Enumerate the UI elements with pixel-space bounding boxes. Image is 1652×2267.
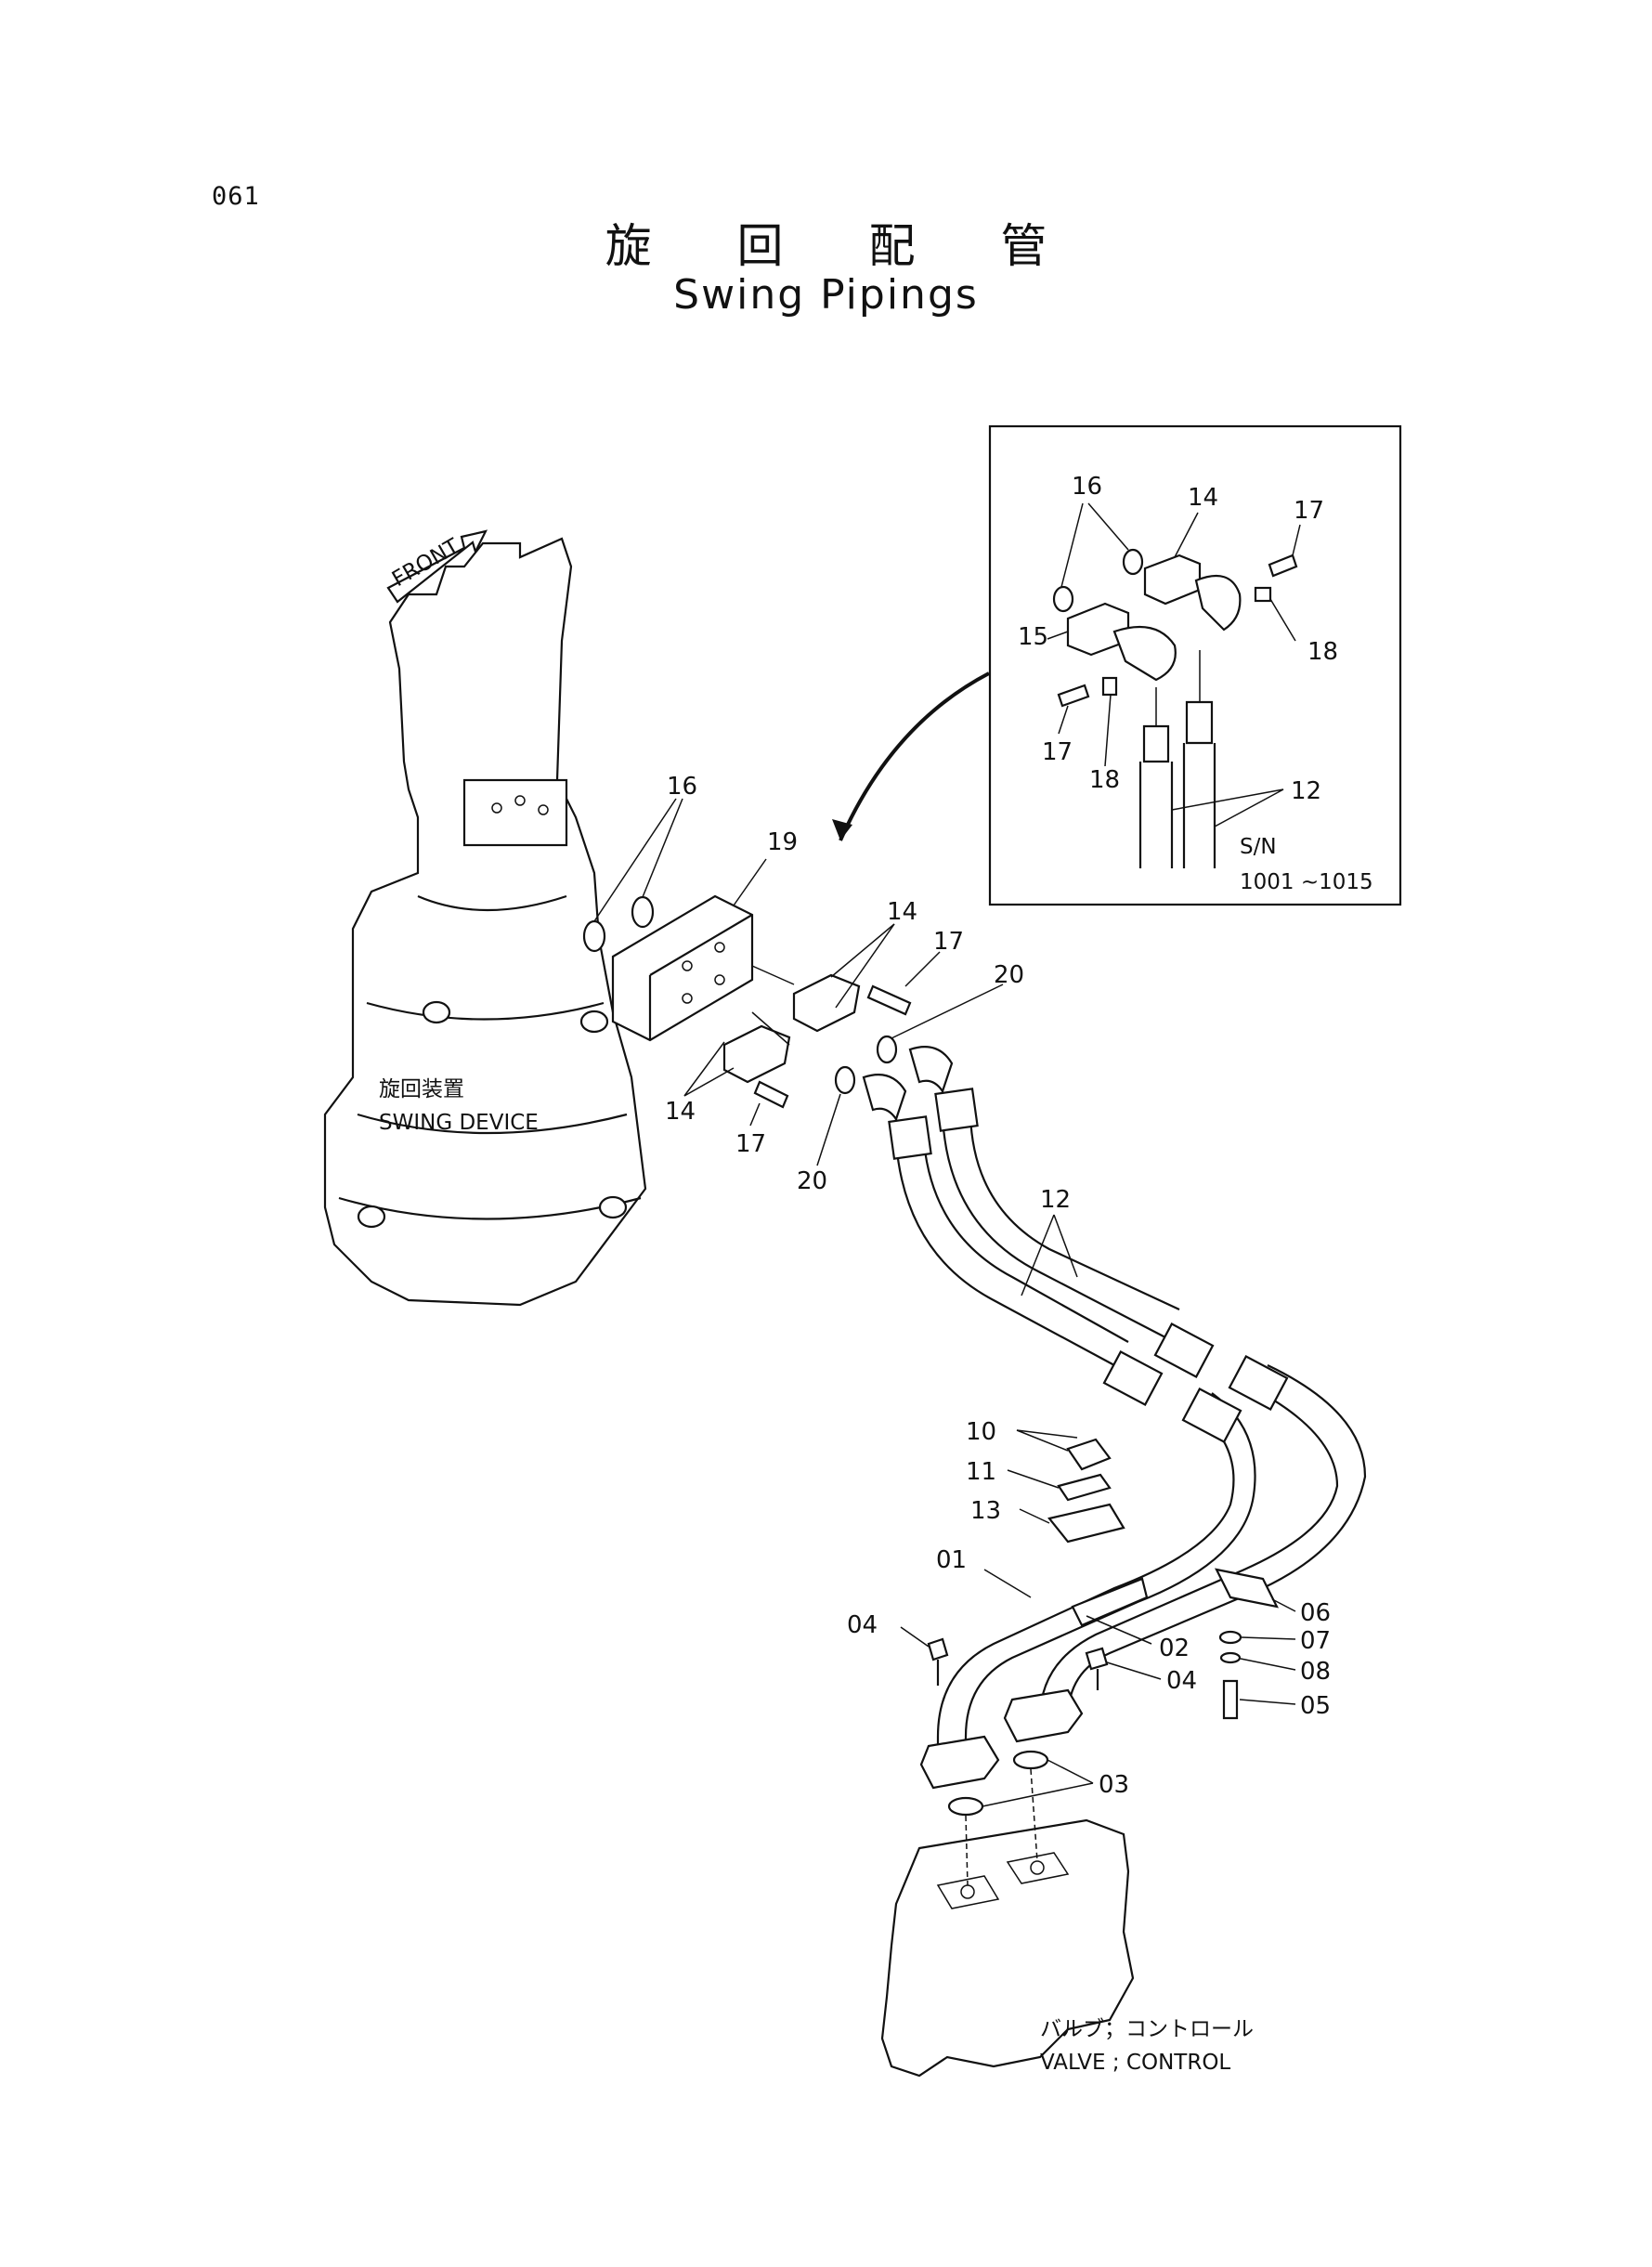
callout-04a: 04 [847, 1611, 878, 1639]
bolt-04a [927, 1637, 949, 1661]
swing-device-housing [323, 537, 647, 1307]
inset-callout-14: 14 [1188, 484, 1218, 512]
callout-14a: 14 [887, 898, 917, 926]
part-13 [1047, 1503, 1125, 1544]
bolt-04b [1085, 1647, 1109, 1671]
page-title-english: Swing Pipings [673, 271, 979, 319]
pipes-01-02: 10 11 13 01 02 04 [847, 1354, 1367, 1817]
callout-13: 13 [970, 1497, 1001, 1525]
oring-03b [1012, 1750, 1049, 1770]
inset-elbow-b [1194, 574, 1242, 632]
callout-20b: 20 [797, 1167, 827, 1195]
swing-device-port-block [462, 778, 568, 847]
callout-17b: 17 [735, 1130, 766, 1158]
callout-01: 01 [936, 1546, 967, 1574]
sn-range: 1001 ~1015 [1240, 870, 1373, 894]
clamp-bracket [1071, 1577, 1149, 1627]
inset-callout-18b: 18 [1089, 766, 1120, 794]
swing-device-drawing: 旋回装置 SWING DEVICE [323, 537, 647, 1307]
inset-callout-17b: 17 [1042, 738, 1073, 766]
valve-label-ja: バルブ；コントロール [1040, 2017, 1254, 2041]
inset-fitting-a [1142, 724, 1170, 763]
oring-20b [834, 1065, 856, 1095]
pipe-01-flange [919, 1735, 1000, 1790]
pipe-02-flange [1003, 1688, 1084, 1743]
inset-frame [988, 424, 1402, 906]
callout-02: 02 [1159, 1635, 1190, 1662]
bolt-17b [753, 1080, 789, 1109]
manifold-assembly: 16 19 14 17 20 14 17 20 [582, 773, 1024, 1195]
inset-plug-18a [1101, 676, 1118, 697]
inset-fitting-b [1185, 700, 1214, 745]
swing-device-label-en: SWING DEVICE [379, 1111, 539, 1135]
valve-label-en: VALVE ; CONTROL [1040, 2051, 1230, 2075]
part-10 [1066, 1438, 1112, 1471]
callout-05: 05 [1300, 1692, 1331, 1720]
oring-16b [631, 895, 655, 929]
callout-06: 06 [1300, 1599, 1331, 1627]
callout-16: 16 [667, 773, 697, 801]
control-valve-drawing: バルブ；コントロール VALVE ; CONTROL [880, 1768, 1254, 2078]
hose-elbow-b [862, 1074, 907, 1122]
inset-callout-15: 15 [1018, 623, 1048, 651]
callout-04b: 04 [1166, 1667, 1197, 1695]
inset-callout-17a: 17 [1294, 497, 1324, 525]
callout-12: 12 [1040, 1186, 1071, 1214]
swing-device-label-ja: 旋回装置 [379, 1077, 464, 1101]
callout-07: 07 [1300, 1627, 1331, 1655]
inset-bolt-17a [1057, 684, 1090, 708]
callout-19: 19 [767, 828, 798, 856]
part-11 [1057, 1473, 1112, 1502]
inset-bolt-17b [1268, 554, 1298, 578]
inset-elbow-a [1112, 625, 1177, 682]
oring-20a [876, 1035, 898, 1064]
clamp-06 [1215, 1568, 1279, 1609]
washer-08 [1219, 1651, 1242, 1664]
callout-11: 11 [966, 1458, 996, 1486]
callout-17a: 17 [933, 928, 964, 956]
bolt-17a [866, 984, 912, 1016]
callout-14b: 14 [665, 1098, 696, 1126]
inset-flange-14 [1143, 554, 1202, 606]
hose-end-fitting-a [1153, 1322, 1215, 1379]
callout-03: 03 [1099, 1771, 1129, 1799]
oring-03a [947, 1796, 984, 1817]
hose-elbow-a [908, 1046, 954, 1094]
callout-10: 10 [966, 1418, 996, 1446]
page-number: 061 [212, 182, 260, 211]
hose-12-pair: 12 [862, 1046, 1215, 1407]
inset-plug-18b [1254, 586, 1272, 603]
serial-range-inset: 16 14 17 15 18 17 18 12 S/N 1001 ~1015 [988, 424, 1402, 906]
inset-oring-a [1052, 585, 1074, 613]
callout-08: 08 [1300, 1658, 1331, 1686]
flange-14b [722, 1024, 791, 1084]
inset-callout-12: 12 [1291, 777, 1321, 805]
callout-20a: 20 [994, 961, 1024, 989]
inset-oring-b [1122, 548, 1144, 576]
sn-label: S/N [1240, 835, 1277, 859]
page-title-japanese: 旋 回 配 管 [605, 219, 1083, 273]
bolt-05 [1222, 1679, 1239, 1720]
inset-pointer-arrow [832, 671, 990, 841]
flange-14a [792, 973, 861, 1033]
washer-07 [1218, 1630, 1242, 1645]
inset-callout-18a: 18 [1307, 638, 1338, 666]
inset-callout-16: 16 [1072, 473, 1102, 501]
oring-16a [582, 919, 606, 953]
hose-end-fitting-b [1102, 1349, 1164, 1407]
